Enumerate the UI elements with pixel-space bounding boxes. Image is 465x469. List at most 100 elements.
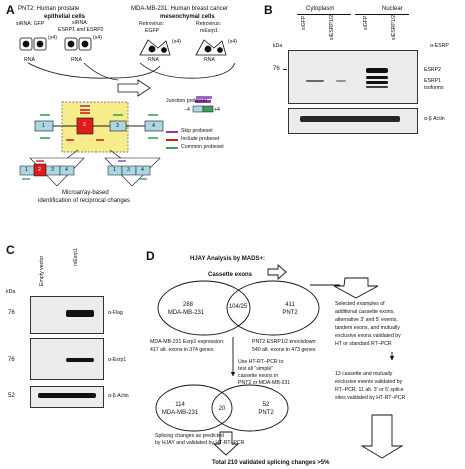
probeset-legend — [166, 131, 178, 149]
exon-label: 3 — [116, 123, 119, 129]
rna-label: RNA — [71, 57, 82, 63]
venn1-overlap: 104/25 — [228, 304, 248, 310]
skip-model — [104, 157, 161, 187]
exon-label: 3 — [127, 167, 130, 173]
junction-probeset-label: Junction probeset — [166, 98, 207, 104]
nuclear-divider — [355, 14, 409, 15]
validated-line: RT–PCR. 11 alt. 3′ or 5′ splice — [335, 387, 404, 393]
mda-expression-line-2: 417 alt. exons in 374 genes — [150, 347, 214, 353]
flag-label: α-Flag — [108, 310, 123, 316]
selected-line: Selected examples of — [335, 301, 385, 307]
validated-line: exclusive events validated by — [335, 379, 403, 385]
band-esrp1-c — [366, 86, 388, 88]
exon-label: 3 — [51, 167, 54, 173]
panel-label-a: A — [6, 3, 15, 17]
retro-mesrp-label-1: Retrovirus: — [196, 21, 222, 27]
exon-label: 1 — [25, 167, 28, 173]
sirna-esrp-label-2: ESRP1 and ESRP2 — [58, 27, 104, 33]
selected-line: alternative 3′ and 5′ events, — [335, 317, 398, 323]
nuclear-header: Nuclear — [382, 6, 403, 12]
use-line-4: PNT2 or MDA-MB-231 — [238, 380, 291, 386]
esrp2-label: ESRP2 — [424, 67, 442, 73]
retro-egfp-label-1: Retrovirus: — [139, 21, 165, 27]
pnt2-knockdown-line-2: 540 alt. exons in 473 genes — [252, 347, 316, 353]
venn1-right-count: 411 — [285, 302, 295, 308]
rna-label: RNA — [204, 57, 215, 63]
venn1-left-count: 288 — [182, 302, 194, 308]
cytoplasm-divider — [297, 14, 351, 15]
selected-line: exclusive exons validated by — [335, 333, 401, 339]
panel-d-diagram — [155, 264, 404, 459]
junction-minus4: −4 — [184, 107, 190, 113]
selected-line: HT or standard RT–PCR — [335, 341, 392, 347]
highlight-box — [61, 101, 129, 153]
retro-mesrp-label-2: mEsrp1 — [200, 28, 218, 34]
exon-label: 1 — [113, 167, 116, 173]
exon-label: 2 — [38, 167, 41, 173]
replicate-count: (x4) — [172, 39, 181, 45]
mw-76: 76 — [8, 310, 15, 316]
pnt2-title: PNT2: Human prostate — [18, 6, 80, 12]
selected-line: tandem exons, and mutually — [335, 325, 400, 331]
mw-76: 76 — [273, 66, 280, 72]
caption-line-1: Microarray-based — [62, 190, 109, 196]
pnt2-subtitle: epithelial cells — [44, 14, 86, 20]
band-actin — [38, 393, 96, 398]
hjay-title: HJAY Analysis by MADS+: — [190, 256, 265, 262]
legend-skip: Skip probeset — [181, 128, 213, 134]
replicate-count: (x4) — [93, 35, 102, 41]
panel-label-b: B — [264, 3, 273, 17]
replicate-count: (x4) — [48, 35, 57, 41]
band-esrp1 — [66, 358, 94, 362]
lane-label: siESRP1/2 — [329, 14, 335, 40]
mda-title: MDA-MB-231: Human breast cancer — [131, 6, 229, 12]
mw-tick — [283, 69, 287, 70]
exon-label: 4 — [141, 167, 144, 173]
legend-include: Include probeset — [181, 136, 220, 142]
gene-model — [34, 117, 164, 135]
use-line-3: cassette exons in — [238, 373, 279, 379]
venn2-left-label: MDA-MB-231 — [161, 410, 199, 416]
exon-label: 2 — [83, 122, 86, 128]
mda-subtitle: mesenchymal cells — [160, 14, 215, 20]
junction-probeset-graphic — [192, 96, 214, 113]
band-actin — [300, 116, 400, 122]
western-blot-esrp — [288, 50, 418, 104]
band-faint — [306, 80, 324, 82]
band-flag — [66, 310, 94, 317]
mw-76: 76 — [8, 357, 15, 363]
band-esrp2 — [366, 68, 388, 73]
mw-52: 52 — [8, 393, 15, 399]
exon-label: 1 — [42, 123, 45, 129]
cassette-label: Cassette exons — [208, 272, 253, 278]
caption-line-2: identification of reciprocal changes — [38, 198, 131, 204]
venn1-right-label: PNT2 — [282, 310, 298, 316]
band-esrp1-a — [366, 76, 388, 79]
kda-label: kDa — [6, 289, 16, 295]
validated-line: 13 cassette and mutually — [335, 371, 393, 377]
splice-line-1: Splicing changes as predicted — [155, 433, 224, 439]
mda-expression-line-1: MDA-MB-231 Esrp1 expression: — [150, 339, 225, 345]
cytoplasm-header: Cytoplasm — [306, 6, 335, 12]
selected-line: additional cassette exons, — [335, 309, 395, 315]
sirna-gfp-label: siRNA: GFP — [16, 21, 45, 27]
lane-label: siGFP — [363, 15, 369, 30]
panel-label-d: D — [146, 249, 155, 263]
esrp1-label: ESRP1 — [424, 78, 442, 84]
use-line-1: Use HT-RT–PCR to — [238, 359, 284, 365]
lane-label: siESRP1/2 — [391, 14, 397, 40]
exon-label: 4 — [65, 167, 68, 173]
pnt2-knockdown-line-1: PNT2 ESRP1/2 knockdown: — [252, 339, 317, 345]
rna-label: RNA — [24, 57, 35, 63]
actin-label: α-β Actin — [424, 116, 445, 122]
splice-line-2: by HJAY and validated by HT-RT–PCR — [155, 440, 245, 446]
lane-label: mEsrp1 — [73, 248, 79, 266]
rna-label: RNA — [148, 57, 159, 63]
antibody-label: α-ESRP — [430, 43, 449, 49]
actin-label: α-β Actin — [108, 393, 129, 399]
junction-plus4: +4 — [214, 107, 220, 113]
venn2-right-label: PNT2 — [258, 410, 274, 416]
total-validated: Total 210 validated splicing changes >5% — [212, 460, 330, 466]
merge-braces — [27, 62, 236, 81]
probesets — [40, 105, 158, 141]
